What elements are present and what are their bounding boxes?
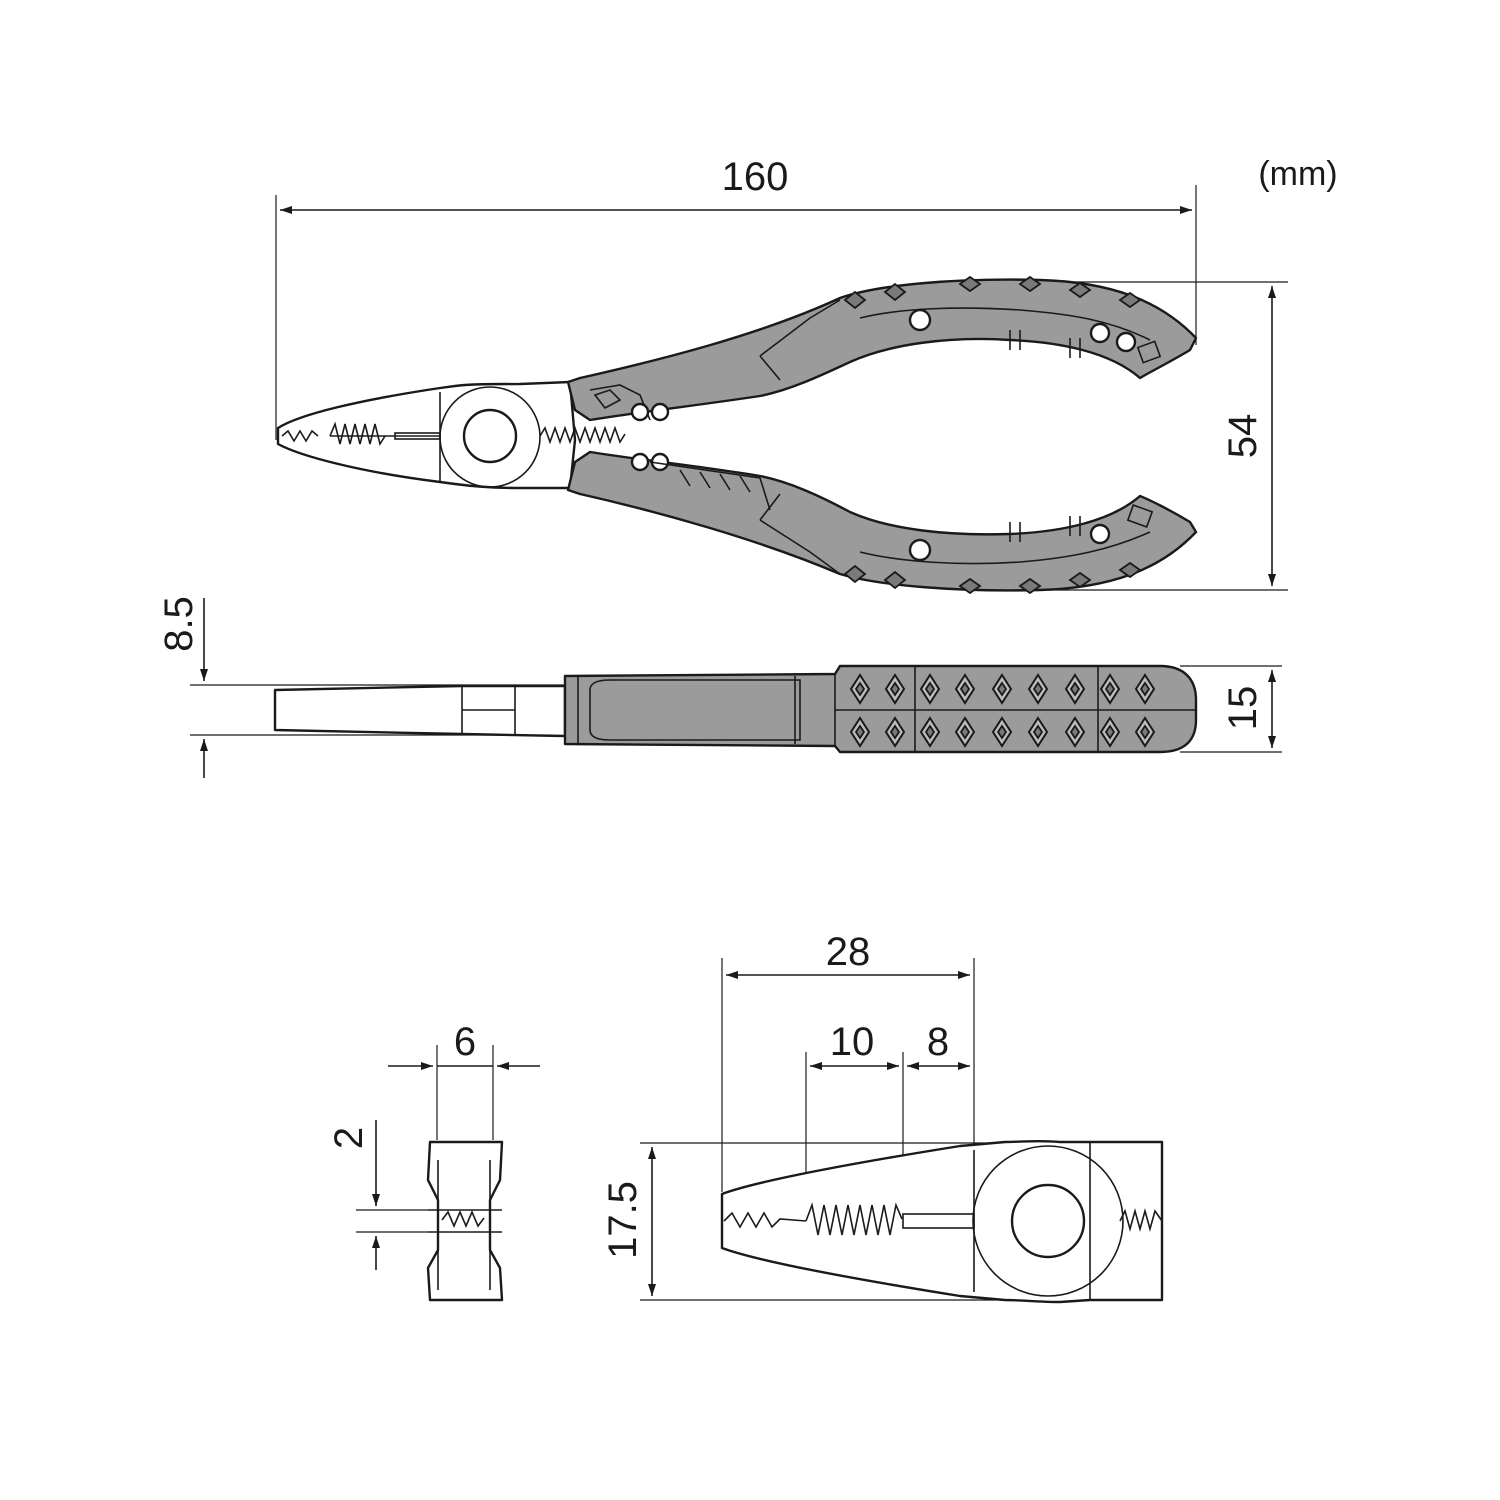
grip-diamond-inner bbox=[1139, 681, 1151, 697]
overall-length-label: 160 bbox=[722, 155, 789, 199]
grip-diamond-inner bbox=[996, 681, 1008, 697]
grip-diamond-inner bbox=[1032, 724, 1044, 740]
grip-diamond-inner bbox=[854, 681, 866, 697]
jaw-detail-rivet bbox=[1010, 1183, 1086, 1259]
jaw-detail-view: 28 10 8 17.5 bbox=[601, 930, 1164, 1304]
upper-handle-grip bbox=[566, 278, 1198, 422]
grip-diamond-inner bbox=[1069, 724, 1081, 740]
grip-diamond-inner bbox=[1032, 681, 1044, 697]
grip-diamond-inner bbox=[1069, 681, 1081, 697]
grip-diamond-inner bbox=[959, 681, 971, 697]
grip-diamond-pattern bbox=[849, 673, 1156, 748]
jaw-front-view: 6 2 bbox=[327, 1020, 540, 1302]
grip-diamond-inner bbox=[1139, 724, 1151, 740]
cutter-length-label: 8 bbox=[927, 1020, 949, 1064]
grip-diamond-inner bbox=[924, 681, 936, 697]
grip-diamond-inner bbox=[959, 724, 971, 740]
grip-diamond-inner bbox=[889, 681, 901, 697]
top-view-pliers: 160 54 bbox=[275, 155, 1288, 595]
tip-gap-label: 2 bbox=[327, 1127, 371, 1149]
units-label: (mm) bbox=[1258, 155, 1337, 193]
tip-thickness-label: 8.5 bbox=[157, 596, 201, 652]
jaw-detail-profile bbox=[720, 1139, 1164, 1304]
grip-diamond-inner bbox=[924, 724, 936, 740]
grip-diamond-inner bbox=[1104, 724, 1116, 740]
serration-length-label: 10 bbox=[830, 1020, 875, 1064]
overall-width-label: 54 bbox=[1221, 414, 1265, 459]
grip-diamond-inner bbox=[854, 724, 866, 740]
jaw-front-profile bbox=[426, 1140, 504, 1302]
jaw-width-label: 6 bbox=[454, 1020, 476, 1064]
lower-handle-grip bbox=[566, 450, 1198, 592]
grip-diamond-inner bbox=[889, 724, 901, 740]
jaw-length-label: 28 bbox=[826, 930, 871, 974]
jaw-height-label: 17.5 bbox=[601, 1181, 645, 1259]
side-handle bbox=[563, 664, 1198, 754]
grip-diamond-inner bbox=[996, 724, 1008, 740]
grip-diamond-inner bbox=[1104, 681, 1116, 697]
pivot-rivet bbox=[462, 408, 518, 464]
jaw-head bbox=[276, 380, 577, 490]
handle-thickness-label: 15 bbox=[1221, 686, 1265, 731]
side-nose bbox=[273, 684, 567, 738]
